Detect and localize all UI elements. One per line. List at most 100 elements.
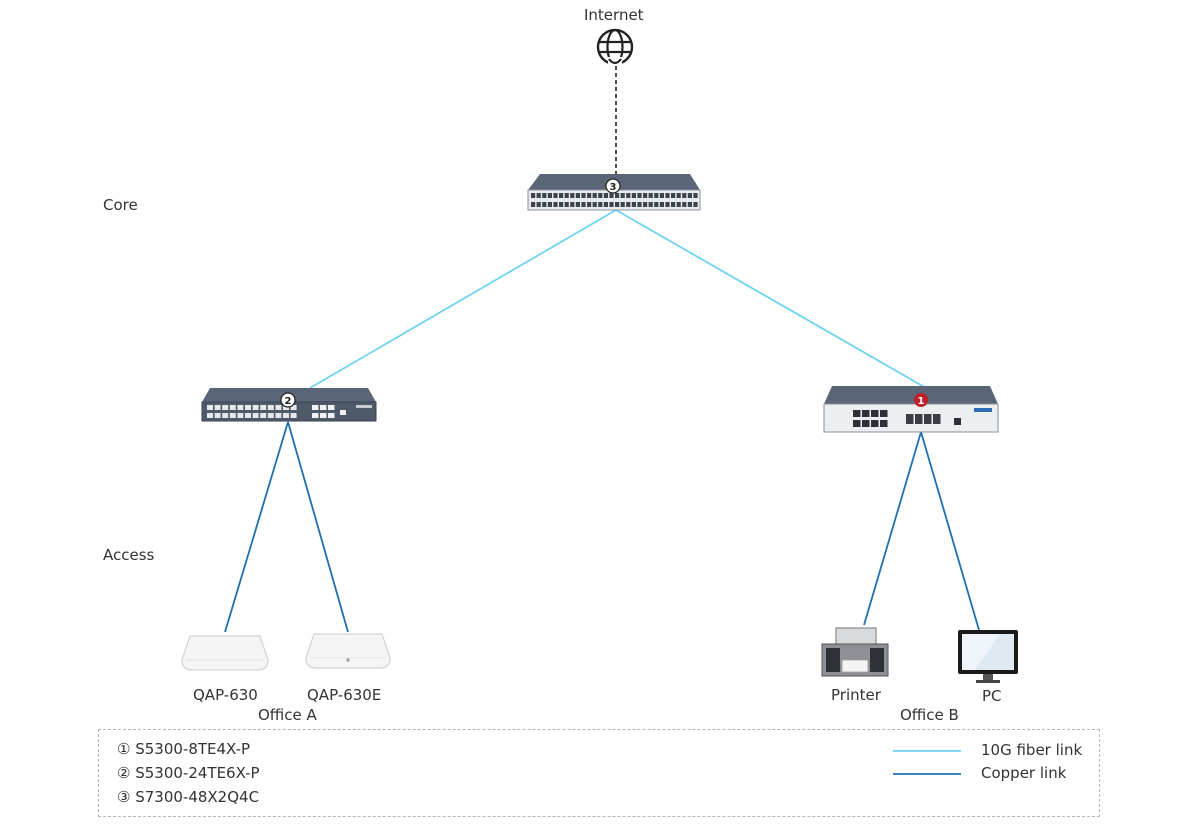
access-point-qap-630 (181, 635, 269, 671)
switch-port (598, 193, 603, 198)
switch-port (570, 193, 575, 198)
switch-port (676, 193, 681, 198)
switch-port (207, 405, 213, 410)
switch-port (665, 202, 670, 207)
fiber-link-core-to-s1 (615, 209, 927, 389)
switch-port (626, 193, 631, 198)
switch-port (553, 202, 558, 207)
copper-link-s1-to-pc (920, 431, 980, 631)
copper-link-s1-to-printer (863, 431, 922, 626)
switch-port (631, 193, 636, 198)
switch-port (687, 202, 692, 207)
switch-port (283, 405, 289, 410)
switch-port (682, 202, 687, 207)
switch-port (871, 420, 879, 427)
switch-port (564, 202, 569, 207)
switch-port (862, 410, 870, 417)
switch-port (275, 405, 282, 410)
switch-port (320, 405, 327, 410)
switch-port (237, 413, 244, 418)
switch-port (570, 202, 575, 207)
switch-port (880, 410, 888, 417)
switch-port (853, 420, 861, 427)
switch-port (592, 202, 597, 207)
switch-port (598, 202, 603, 207)
globe-icon (596, 28, 634, 66)
legend-link-copper: Copper link (981, 764, 1067, 782)
switch-port (553, 193, 558, 198)
access-point-qap-630e (305, 633, 391, 669)
switch-port (252, 413, 259, 418)
switch-port (862, 420, 870, 427)
switch-port (229, 413, 236, 418)
switch-port (609, 193, 614, 198)
switch-port (654, 202, 659, 207)
badge-2-text: 2 (285, 396, 292, 407)
printer-icon (821, 627, 889, 677)
switch-port (222, 405, 229, 410)
legend-link-fiber: 10G fiber link (981, 741, 1083, 759)
office-label-b: Office B (900, 706, 959, 724)
legend-model-1: ① S5300-8TE4X-P (117, 740, 251, 758)
switch-port (954, 418, 961, 425)
access-switch-s5300-8 (823, 386, 999, 433)
switch-port (252, 405, 259, 410)
switch-port (547, 193, 552, 198)
switch-port (312, 405, 319, 410)
legend-model-3: ③ S7300-48X2Q4C (117, 788, 260, 806)
switch-port (906, 414, 914, 424)
switch-port (654, 193, 659, 198)
switch-port (222, 413, 229, 418)
switch-port (659, 193, 664, 198)
switch-port (564, 193, 569, 198)
switch-port (974, 408, 992, 412)
switch-port (328, 405, 335, 410)
tier-label-core: Core (103, 196, 138, 214)
switch-port (871, 410, 879, 417)
device-label-printer: Printer (831, 686, 881, 704)
switch-port (547, 202, 552, 207)
switch-port (924, 414, 932, 424)
switch-port (643, 193, 648, 198)
badge-3-text: 3 (610, 182, 617, 193)
switch-port (229, 405, 236, 410)
switch-port (693, 202, 698, 207)
switch-port (245, 413, 251, 418)
switch-port (275, 413, 282, 418)
switch-port (620, 193, 625, 198)
switch-port (676, 202, 681, 207)
switch-port (665, 193, 670, 198)
switch-port (559, 202, 564, 207)
switch-port (531, 193, 536, 198)
switch-badge-3: 3 (605, 178, 621, 194)
switch-port (915, 414, 923, 424)
switch-port (290, 413, 297, 418)
switch-port (626, 202, 631, 207)
switch-port (853, 410, 861, 417)
core-switch-s7300 (527, 174, 701, 211)
legend-model-2: ② S5300-24TE6X-P (117, 764, 260, 782)
switch-port (536, 202, 541, 207)
switch-port (312, 413, 319, 418)
switch-port (609, 202, 614, 207)
switch-port (260, 405, 267, 410)
switch-port (880, 420, 888, 427)
switch-port (648, 202, 653, 207)
switch-port (592, 193, 597, 198)
switch-port (671, 193, 676, 198)
tier-label-access: Access (103, 546, 155, 564)
switch-port (290, 405, 297, 410)
legend-line-samples (893, 750, 961, 775)
switch-port (687, 193, 692, 198)
switch-port (637, 193, 642, 198)
switch-port (615, 202, 620, 207)
switch-port (659, 202, 664, 207)
switch-port (643, 202, 648, 207)
device-label-pc: PC (982, 687, 1002, 705)
badge-1-text: 1 (918, 396, 925, 407)
switch-port (214, 413, 221, 418)
switch-port (631, 202, 636, 207)
switch-port (559, 193, 564, 198)
switch-port (328, 413, 335, 418)
